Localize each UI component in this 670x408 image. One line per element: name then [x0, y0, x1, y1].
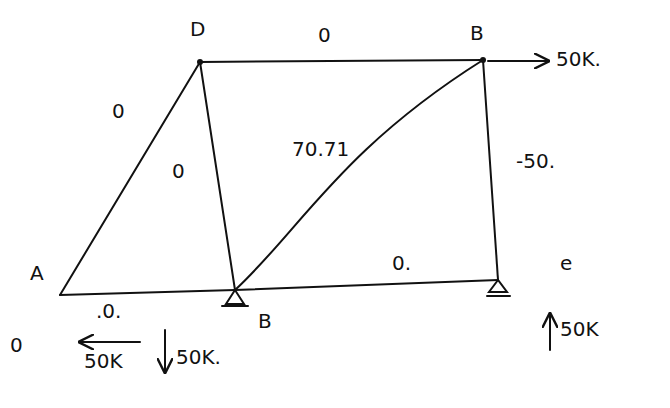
- reaction-arrow: [80, 341, 140, 343]
- load-arrow: [488, 60, 548, 62]
- joint-dot: [197, 59, 203, 65]
- load-value: 50K.: [556, 48, 601, 70]
- member-force: 0: [172, 160, 185, 182]
- joint-letter: A: [30, 262, 44, 284]
- note-value: 0: [10, 334, 23, 356]
- reaction-value: 50K: [84, 350, 123, 372]
- pin-support: [226, 290, 244, 304]
- member-ad: [60, 62, 200, 295]
- reaction-arrow: [164, 330, 166, 372]
- joint-letter: e: [560, 252, 572, 274]
- reaction-arrow: [549, 314, 551, 350]
- member-force: 0: [112, 100, 125, 122]
- joint-dot: [480, 57, 486, 63]
- member-db: [200, 60, 483, 62]
- member-force: .0.: [96, 300, 121, 322]
- support-ground: [222, 305, 248, 307]
- support-ground: [487, 295, 510, 297]
- member-force: 70.71: [292, 138, 349, 160]
- member-d-b: [200, 62, 235, 290]
- member-ab: [60, 290, 235, 295]
- member-diagonal: [235, 60, 483, 290]
- joint-letter: B: [258, 310, 272, 332]
- roller-support: [489, 280, 507, 292]
- reaction-value: 50K: [560, 318, 599, 340]
- member-force: -50.: [516, 150, 555, 172]
- reaction-value: 50K.: [176, 346, 221, 368]
- member-force: 0: [318, 24, 331, 46]
- member-b-e: [235, 280, 498, 290]
- joint-letter: B: [470, 22, 484, 44]
- member-be: [483, 60, 498, 280]
- joint-letter: D: [190, 18, 205, 40]
- member-force: 0.: [392, 252, 411, 274]
